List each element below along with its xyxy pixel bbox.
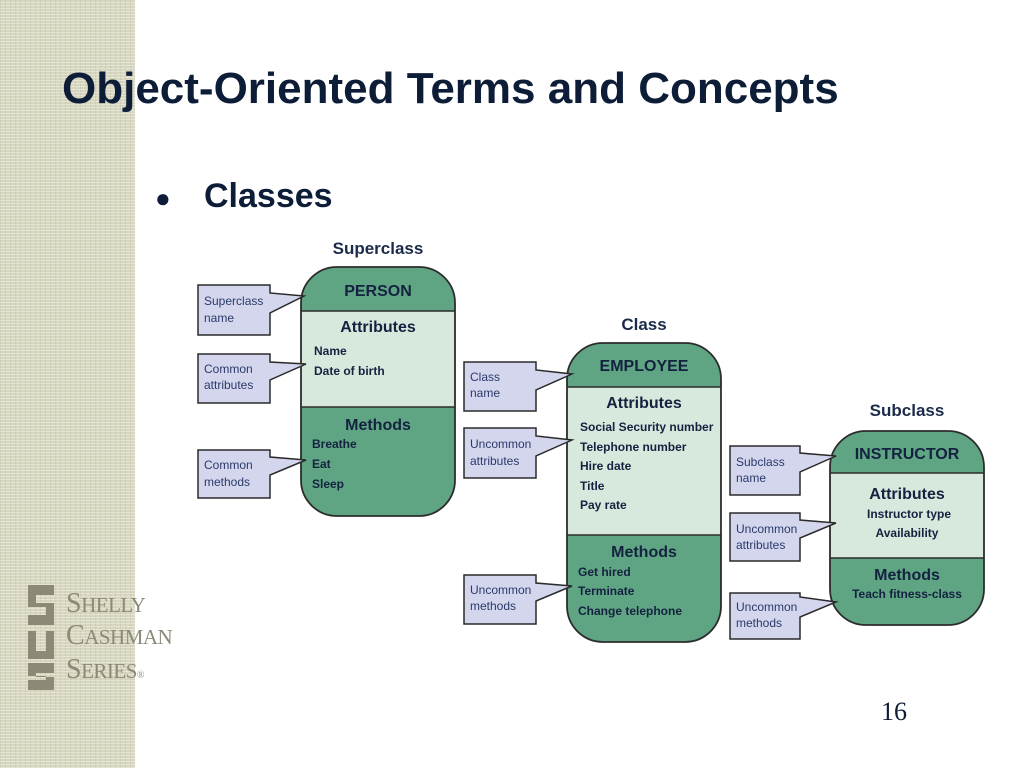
callout-subclass-name: Subclass name [729, 445, 837, 496]
callout-common-attributes: Common attributes [197, 353, 307, 404]
callout-superclass-name: Superclass name [197, 284, 307, 336]
page-title: Object-Oriented Terms and Concepts [62, 64, 839, 113]
person-method: Sleep [312, 477, 344, 491]
svg-text:Uncommon: Uncommon [736, 522, 797, 536]
svg-text:Superclass: Superclass [204, 294, 263, 308]
callout-uncommon-methods-class: Uncommon methods [463, 574, 573, 625]
header-superclass: Superclass [333, 239, 424, 258]
employee-attribute: Title [580, 479, 605, 493]
person-class-name: PERSON [344, 283, 412, 300]
header-class: Class [621, 315, 666, 334]
svg-text:Uncommon: Uncommon [736, 600, 797, 614]
employee-attribute: Hire date [580, 459, 632, 473]
bullet-classes: Classes [204, 177, 333, 215]
logo-word-shelly: SHELLY [66, 588, 146, 619]
person-method: Breathe [312, 437, 357, 451]
person-attributes-section [301, 311, 455, 407]
employee-attribute: Pay rate [580, 498, 627, 512]
callout-class-name: Class name [463, 361, 575, 412]
svg-text:name: name [470, 386, 500, 400]
header-subclass: Subclass [870, 401, 945, 420]
employee-methods-label: Methods [611, 544, 677, 561]
employee-methods-section [567, 535, 721, 642]
callout-uncommon-attributes-subclass: Uncommon attributes [729, 512, 837, 562]
decorative-sidebar: SHELLY CASHMAN SERIES® [0, 0, 173, 768]
instructor-methods-section [830, 558, 984, 625]
person-attribute: Date of birth [314, 364, 385, 378]
svg-text:Class: Class [470, 370, 500, 384]
instructor-attributes-section [830, 473, 984, 558]
employee-attribute: Telephone number [580, 440, 687, 454]
person-class-box: PERSON Attributes Name Date of birth Met… [300, 266, 456, 517]
svg-text:attributes: attributes [470, 454, 519, 468]
logo-word-series: SERIES® [66, 654, 145, 685]
bullet-dot-icon: ● [155, 183, 171, 213]
employee-attributes-label: Attributes [606, 395, 682, 412]
svg-text:Common: Common [204, 362, 253, 376]
svg-text:Uncommon: Uncommon [470, 583, 531, 597]
svg-text:methods: methods [736, 616, 782, 630]
logo-word-cashman: CASHMAN [66, 620, 173, 651]
shelly-cashman-logo-icon [28, 585, 54, 690]
page-number: 16 [881, 697, 907, 726]
employee-method: Change telephone [578, 604, 682, 618]
person-attribute: Name [314, 344, 347, 358]
employee-attribute: Social Security number [580, 420, 714, 434]
employee-class-box: EMPLOYEE Attributes Social Security numb… [566, 342, 722, 643]
person-method: Eat [312, 457, 331, 471]
instructor-class-name: INSTRUCTOR [855, 446, 960, 463]
instructor-name-band [830, 431, 984, 473]
instructor-attribute: Instructor type [867, 507, 951, 521]
instructor-attributes-label: Attributes [869, 486, 945, 503]
svg-text:name: name [736, 471, 766, 485]
person-attributes-label: Attributes [340, 319, 416, 336]
svg-text:Subclass: Subclass [736, 455, 785, 469]
instructor-attribute: Availability [876, 526, 939, 540]
svg-text:methods: methods [470, 599, 516, 613]
person-methods-label: Methods [345, 417, 411, 434]
svg-text:name: name [204, 311, 234, 325]
instructor-class-box: INSTRUCTOR Attributes Instructor type Av… [829, 430, 985, 626]
employee-attributes-section [567, 387, 721, 535]
employee-name-band [567, 343, 721, 387]
svg-text:attributes: attributes [736, 538, 785, 552]
employee-class-name: EMPLOYEE [600, 358, 689, 375]
callout-uncommon-attributes-class: Uncommon attributes [463, 427, 575, 479]
callout-uncommon-methods-subclass: Uncommon methods [729, 592, 839, 640]
employee-method: Terminate [578, 584, 635, 598]
svg-text:Common: Common [204, 458, 253, 472]
instructor-methods-label: Methods [874, 567, 940, 584]
employee-method: Get hired [578, 565, 631, 579]
svg-text:methods: methods [204, 475, 250, 489]
svg-text:Uncommon: Uncommon [470, 437, 531, 451]
callout-common-methods: Common methods [197, 449, 307, 499]
instructor-method: Teach fitness-class [852, 587, 962, 601]
person-methods-section [301, 407, 455, 516]
svg-text:attributes: attributes [204, 378, 253, 392]
person-name-band [301, 267, 455, 311]
